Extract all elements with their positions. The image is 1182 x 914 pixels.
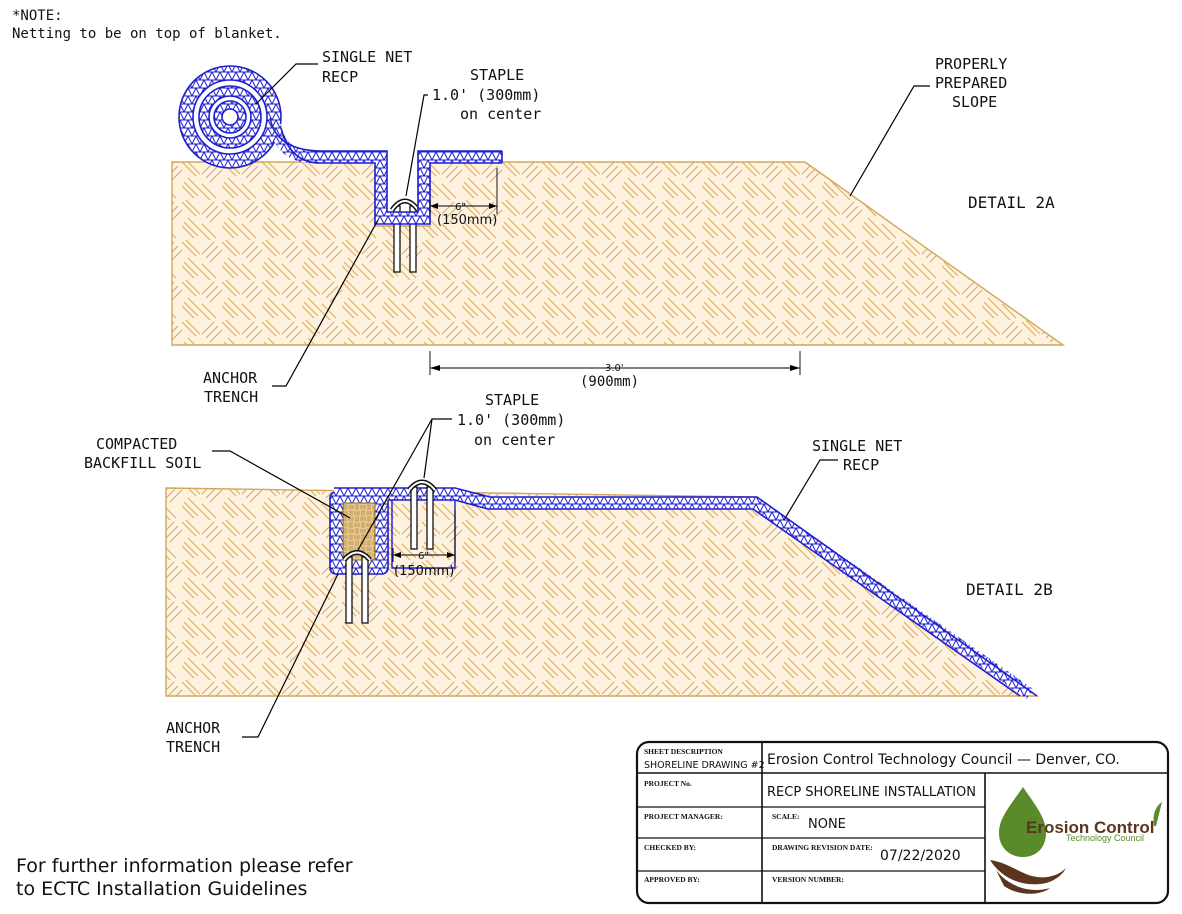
label-backfill-line1: COMPACTED [96,435,177,453]
label-slope-2a-line3: SLOPE [952,93,997,111]
detail-2b: 6" (150mm) STAPLE 1.0' (300mm) on center… [84,391,1053,756]
dimension-6in-2b: 6" (150mm) [392,510,456,579]
logo-hands-icon-lower [996,870,1050,894]
recp-roll-2a [178,65,282,169]
detail-2b-title: DETAIL 2B [966,580,1053,599]
label-staple-2b-line3: on center [474,431,555,449]
soil-section-2a [171,161,1066,346]
tb-scale-label: SCALE: [772,812,800,821]
logo-hands-icon [990,860,1066,885]
dimension-3ft-2a: 3.0' (900mm) [429,351,801,390]
detail-2a-title: DETAIL 2A [968,193,1055,212]
dim-6in-2b-line1: 6" [418,551,429,562]
leader-recp-2b [783,459,838,521]
label-trench-2b-line2: TRENCH [166,738,220,756]
dim-6in-2a-line1: 6" [455,202,466,213]
staple-2b-upper [407,479,437,550]
leader-trench-2b [242,573,339,738]
detail-2a: 6" (150mm) 3.0' (900mm) SINGLE NET RECP … [171,48,1066,406]
tb-scale-value: NONE [808,817,846,832]
tb-approved-by-label: APPROVED BY: [644,875,700,884]
title-block: SHEET DESCRIPTION SHORELINE DRAWING #2 E… [635,740,1170,905]
tb-checked-by-label: CHECKED BY: [644,843,696,852]
label-recp-2b-line2: RECP [843,456,879,474]
label-backfill-line2: BACKFILL SOIL [84,454,201,472]
recp-blanket-2a-outline-top [269,117,502,213]
label-recp-2a-line1: SINGLE NET [322,48,412,66]
leader-slope-2a [849,85,930,197]
leader-backfill [212,450,351,519]
tb-revision-date-value: 07/22/2020 [880,848,961,864]
label-recp-2b-line1: SINGLE NET [812,437,902,455]
staple-2a [389,198,421,273]
leader-trench-2a [272,219,379,387]
note-heading: *NOTE: [12,8,63,24]
label-recp-2a-line2: RECP [322,68,358,86]
label-staple-2a-line2: 1.0' (300mm) [432,86,540,104]
label-trench-2a-line1: ANCHOR [203,369,258,387]
dim-6in-2a-line2: (150mm) [437,213,497,228]
tb-revision-date-label: DRAWING REVISION DATE: [772,843,873,852]
dim-3ft-2a-line2: (900mm) [580,374,639,390]
note-body: Netting to be on top of blanket. [12,26,282,42]
leader-staple-2b [423,418,452,479]
leader-staple-2a [405,94,428,197]
tb-sheet-description-value: SHORELINE DRAWING #2 [644,760,765,771]
leader-recp-2a [255,63,318,105]
soil-section-2b [165,487,1040,697]
leader-staple-2b-lower [357,418,433,551]
label-trench-2a-line2: TRENCH [204,388,258,406]
tb-project-title: RECP SHORELINE INSTALLATION [767,785,976,800]
footer-line2: to ECTC Installation Guidelines [16,878,307,900]
logo-name: Erosion Control [1026,818,1154,837]
tb-project-no-label: PROJECT No. [644,779,692,788]
tb-version-label: VERSION NUMBER: [772,875,844,884]
label-slope-2a-line2: PREPARED [935,74,1007,92]
label-staple-2a-line1: STAPLE [470,66,524,84]
tb-sheet-description-label: SHEET DESCRIPTION [644,747,723,756]
dim-3ft-2a-line1: 3.0' [605,363,624,374]
label-trench-2b-line1: ANCHOR [166,719,221,737]
recp-blanket-2a-outline-bottom [280,127,502,225]
staple-2b-lower [342,550,372,624]
label-slope-2a-line1: PROPERLY [935,55,1007,73]
logo-sprout-icon [1153,802,1162,826]
label-staple-2b-line1: STAPLE [485,391,539,409]
tb-organization: Erosion Control Technology Council — Den… [767,752,1120,768]
logo-drop-icon [999,787,1046,857]
label-staple-2b-line2: 1.0' (300mm) [457,411,565,429]
label-staple-2a-line3: on center [460,105,541,123]
tb-project-manager-label: PROJECT MANAGER: [644,812,723,821]
ectc-logo: Erosion Control Technology Council [990,787,1162,894]
footer-line1: For further information please refer [16,855,353,877]
dimension-6in-2a: 6" (150mm) [429,168,498,228]
logo-subtitle: Technology Council [1066,833,1144,843]
dim-6in-2b-line2: (150mm) [394,564,454,579]
